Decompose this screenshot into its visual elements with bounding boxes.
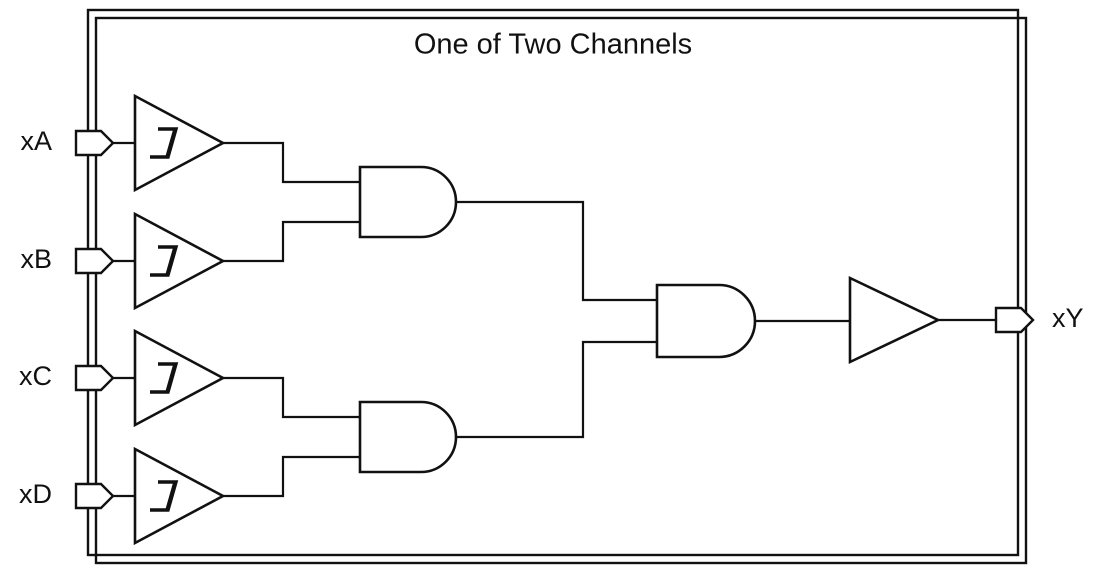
- buffer-triangle-icon: [133, 446, 226, 546]
- schmitt-buffer-xB[interactable]: [133, 211, 226, 311]
- schmitt-buffer-xD[interactable]: [133, 446, 226, 546]
- channel-frame-outer: [86, 8, 1020, 557]
- and-gate-final[interactable]: [655, 283, 757, 359]
- input-pin-xD[interactable]: [74, 482, 115, 510]
- buffer-triangle-icon: [133, 211, 226, 311]
- channel-frame: [86, 8, 1028, 565]
- page-title: One of Two Channels: [414, 29, 692, 61]
- input-label-xC: xC: [19, 361, 52, 391]
- channel-frame-inner: [94, 16, 1028, 565]
- schmitt-buffer-xA[interactable]: [133, 93, 226, 193]
- and-gate-cd[interactable]: [358, 400, 458, 474]
- input-pin-shape-xD: [74, 482, 115, 510]
- output-pin-shape-xY: [994, 306, 1035, 334]
- input-label-xA: xA: [20, 126, 52, 156]
- buffer-triangle-icon: [133, 93, 226, 193]
- input-pin-xA[interactable]: [74, 129, 115, 157]
- wire-and-ab-to-and-final: [454, 200, 659, 302]
- output-label-xY: xY: [1052, 303, 1084, 333]
- wire-and-cd-to-and-final: [454, 340, 659, 439]
- wire-bufB-to-and-ab: [221, 220, 362, 263]
- hysteresis-icon: [150, 127, 179, 159]
- input-pin-xC[interactable]: [74, 364, 115, 392]
- hysteresis-icon: [150, 362, 179, 394]
- hysteresis-icon: [150, 480, 179, 512]
- input-label-xD: xD: [19, 479, 52, 509]
- input-pin-xB[interactable]: [74, 247, 115, 275]
- buffer-triangle-icon: [848, 275, 942, 365]
- wire-bufD-to-and-cd: [221, 455, 362, 498]
- and-gate-icon: [655, 283, 757, 359]
- input-pin-shape-xC: [74, 364, 115, 392]
- input-pin-shape-xA: [74, 129, 115, 157]
- buffer-triangle-icon: [133, 328, 226, 428]
- hysteresis-icon: [150, 245, 179, 277]
- wire-bufC-to-and-cd: [221, 376, 362, 419]
- input-pin-shape-xB: [74, 247, 115, 275]
- schmitt-buffer-xC[interactable]: [133, 328, 226, 428]
- input-label-xB: xB: [20, 244, 52, 274]
- wire-bufA-to-and-ab: [221, 141, 362, 184]
- and-gate-icon: [358, 400, 458, 474]
- and-gate-ab[interactable]: [358, 165, 458, 239]
- output-pin-xY[interactable]: [994, 306, 1035, 334]
- and-gate-icon: [358, 165, 458, 239]
- output-buffer-xY[interactable]: [848, 275, 942, 365]
